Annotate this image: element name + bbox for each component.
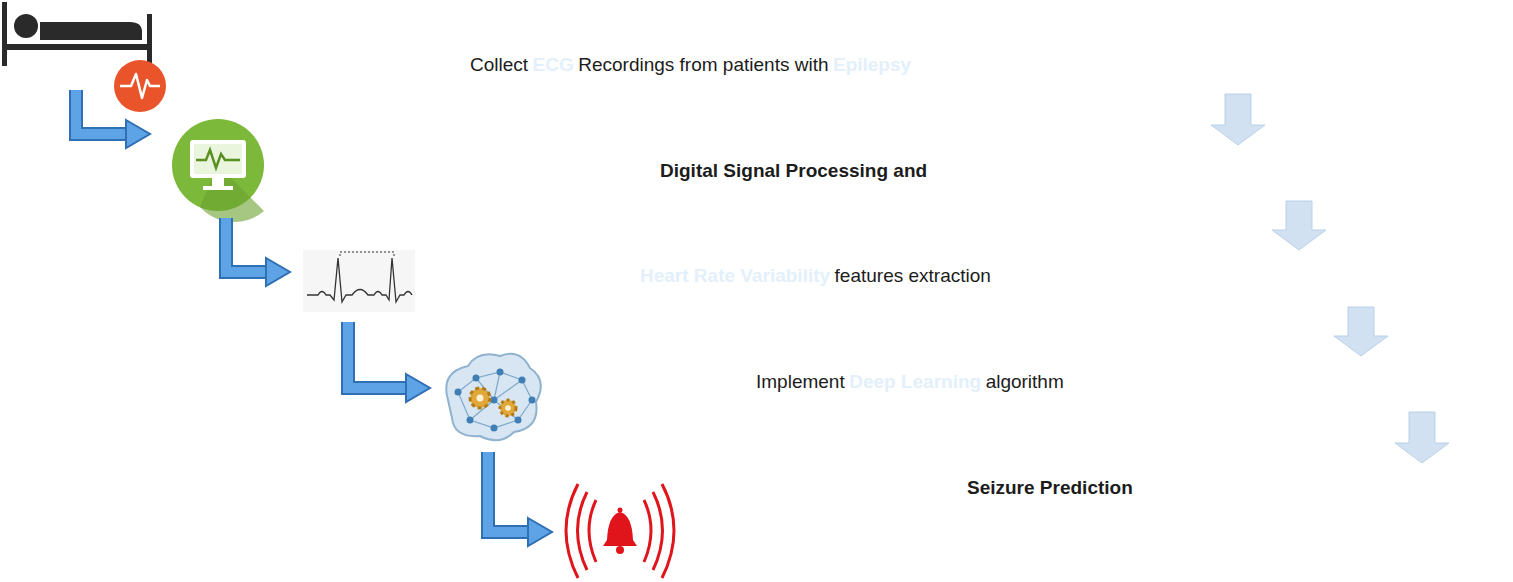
text-row: Heart Rate Variabilityfeatures extractio… [640, 265, 991, 288]
highlight-text: ECG [533, 54, 574, 77]
process-box: CollectECGRecordings from patients withE… [443, 22, 1266, 108]
computer-icon [172, 119, 264, 222]
flow-arrows [76, 90, 552, 546]
text-row: ImplementDeep Learningalgorithm [756, 371, 1064, 394]
step-arrow [1395, 412, 1449, 463]
process-box: Seizure Prediction [690, 445, 1511, 532]
step-arrow [1211, 94, 1265, 145]
text-row: Digital Signal Processing and [660, 160, 927, 183]
highlight-text: Heart Rate Variability [640, 265, 830, 288]
highlight-text: Deep Learning [849, 371, 981, 394]
step-arrow [1272, 201, 1326, 250]
step-arrow [1334, 307, 1388, 356]
step-text: Collect [470, 54, 528, 77]
neural-network-icon [446, 354, 541, 440]
process-box: ImplementDeep Learningalgorithm [628, 338, 1450, 426]
ecg-waveform [303, 250, 415, 312]
alarm-bell-icon [566, 484, 674, 578]
process-box: Heart Rate Variabilityfeatures extractio… [566, 232, 1389, 321]
patient-bed-icon [2, 2, 152, 66]
text-row: CollectECGRecordings from patients withE… [470, 54, 911, 77]
process-box: Digital Signal Processing and [504, 127, 1327, 215]
step-text: Implement [756, 371, 845, 394]
step-text: algorithm [986, 371, 1064, 394]
step-text: Recordings from patients with [578, 54, 828, 77]
highlight-text: Epilepsy [833, 54, 911, 77]
step-text: Seizure Prediction [967, 477, 1133, 500]
ecg-monitor-icon [114, 60, 166, 112]
text-row: Seizure Prediction [967, 477, 1133, 500]
step-text: features extraction [835, 265, 991, 288]
step-text: Digital Signal Processing and [660, 160, 927, 183]
